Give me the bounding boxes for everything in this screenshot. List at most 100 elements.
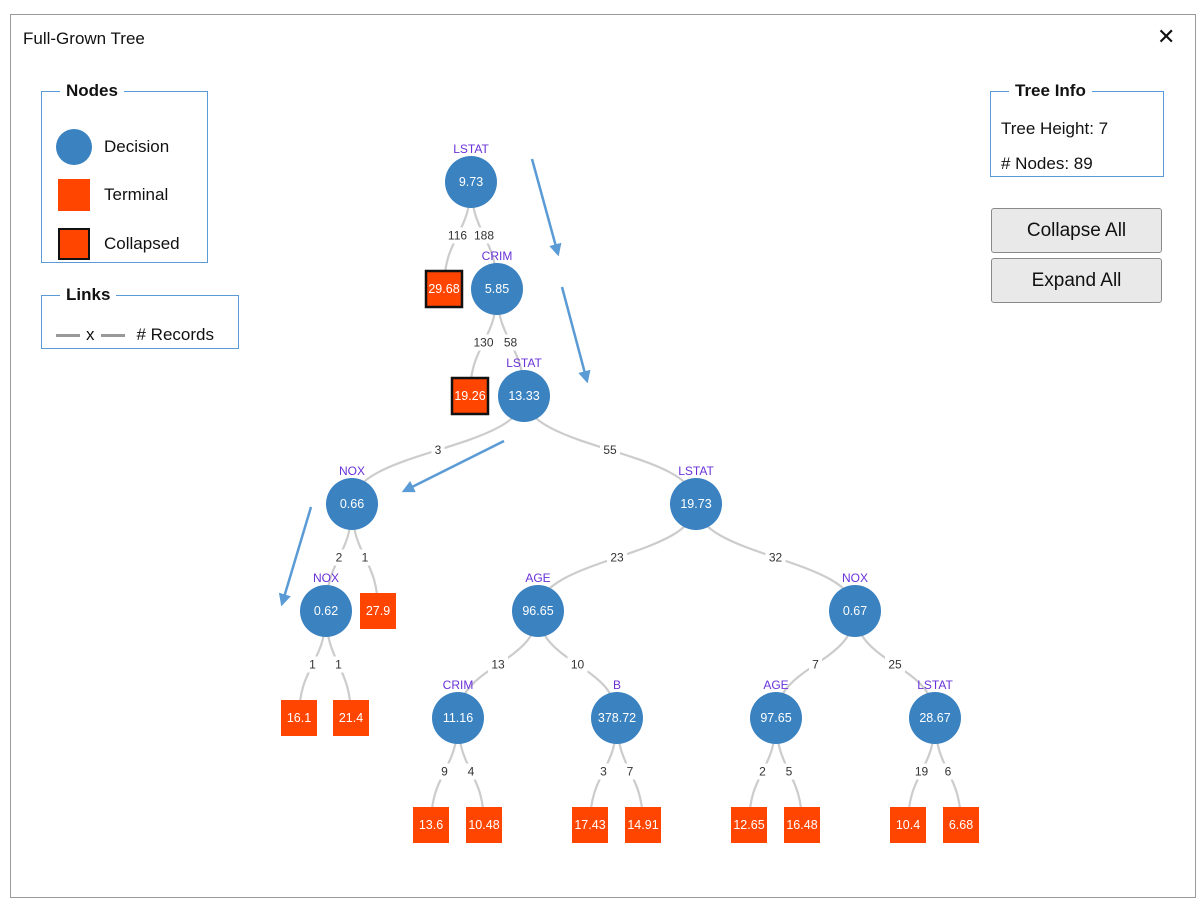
node-split-label: B bbox=[613, 678, 621, 692]
terminal-node-square[interactable] bbox=[572, 807, 608, 843]
close-icon[interactable]: ✕ bbox=[1157, 24, 1176, 49]
decision-node-circle[interactable] bbox=[512, 585, 564, 637]
terminal-node-square[interactable] bbox=[943, 807, 979, 843]
link-records-label: 130 bbox=[473, 336, 493, 350]
terminal-node-icon bbox=[58, 179, 90, 211]
decision-node-circle[interactable] bbox=[326, 478, 378, 530]
link-label-bg bbox=[470, 334, 497, 351]
link-records-label: 32 bbox=[769, 551, 783, 565]
terminal-node-square[interactable] bbox=[625, 807, 661, 843]
link-records-label: 2 bbox=[759, 765, 766, 779]
terminal-node-square[interactable] bbox=[360, 593, 396, 629]
link-line-icon bbox=[100, 333, 125, 337]
annotation-arrow bbox=[530, 158, 562, 257]
node-value: 96.65 bbox=[522, 604, 553, 618]
decision-node[interactable]: 378.72B bbox=[591, 678, 643, 744]
annotation-arrows bbox=[278, 158, 591, 607]
node-value: 11.16 bbox=[443, 711, 473, 725]
terminal-node[interactable]: 16.1 bbox=[281, 700, 317, 736]
decision-node-circle[interactable] bbox=[300, 585, 352, 637]
decision-node-circle[interactable] bbox=[445, 156, 497, 208]
tree-info-panel: Tree Info Tree Height: 7 # Nodes: 89 bbox=[990, 81, 1164, 177]
terminal-node[interactable]: 10.48 bbox=[466, 807, 502, 843]
decision-node-circle[interactable] bbox=[591, 692, 643, 744]
terminal-node[interactable]: 17.43 bbox=[572, 807, 608, 843]
node-value: 0.62 bbox=[314, 604, 338, 618]
collapsed-node[interactable]: 29.68 bbox=[424, 269, 464, 309]
node-split-label: LSTAT bbox=[506, 356, 542, 370]
decision-node-circle[interactable] bbox=[432, 692, 484, 744]
decision-node[interactable]: 11.16 CRIM bbox=[432, 678, 484, 744]
decision-node-circle[interactable] bbox=[471, 263, 523, 315]
terminal-node-square[interactable] bbox=[784, 807, 820, 843]
link-records-label: 188 bbox=[474, 229, 494, 243]
terminal-node-square[interactable] bbox=[731, 807, 767, 843]
decision-node-circle[interactable] bbox=[670, 478, 722, 530]
collapsed-node-square[interactable] bbox=[424, 269, 464, 309]
legend-collapsed: Collapsed bbox=[56, 228, 180, 260]
link-label-bg bbox=[358, 549, 372, 566]
link-records-label: 6 bbox=[945, 765, 952, 779]
terminal-node-square[interactable] bbox=[281, 700, 317, 736]
link-records-label: 1 bbox=[335, 658, 342, 672]
node-split-label: AGE bbox=[525, 571, 550, 585]
terminal-node[interactable]: 14.91 bbox=[625, 807, 661, 843]
expand-all-button[interactable]: Expand All bbox=[991, 258, 1162, 303]
node-split-label: LSTAT bbox=[678, 464, 714, 478]
terminal-node-square[interactable] bbox=[466, 807, 502, 843]
terminal-node-square[interactable] bbox=[413, 807, 449, 843]
node-value: 0.66 bbox=[340, 497, 364, 511]
terminal-node[interactable]: 27.9 bbox=[360, 593, 396, 629]
terminal-node[interactable]: 6.68 bbox=[943, 807, 979, 843]
node-value: 0.67 bbox=[843, 604, 867, 618]
terminal-node[interactable]: 21.4 bbox=[333, 700, 369, 736]
decision-node[interactable]: 96.65 AGE bbox=[512, 571, 564, 637]
link-label-bg bbox=[306, 656, 319, 673]
legend-links-records: # Records bbox=[136, 325, 214, 344]
decision-node-circle[interactable] bbox=[750, 692, 802, 744]
legend-terminal-label: Terminal bbox=[104, 185, 169, 204]
node-value: 19.26 bbox=[454, 389, 485, 403]
node-split-label: LSTAT bbox=[453, 142, 489, 156]
terminal-node[interactable]: 13.6 bbox=[413, 807, 449, 843]
terminal-node[interactable]: 10.4 bbox=[890, 807, 926, 843]
link-records-label: 25 bbox=[888, 658, 902, 672]
link-records-label: 9 bbox=[441, 765, 448, 779]
node-value: 14.91 bbox=[627, 818, 658, 832]
link-label-bg bbox=[756, 763, 769, 780]
decision-node-circle[interactable] bbox=[909, 692, 961, 744]
terminal-node[interactable]: 12.65 bbox=[731, 807, 767, 843]
node-split-label: AGE bbox=[763, 678, 788, 692]
node-split-label: LSTAT bbox=[917, 678, 953, 692]
link-label-bg bbox=[600, 442, 620, 458]
collapse-all-button[interactable]: Collapse All bbox=[991, 208, 1162, 253]
nodes-legend: Nodes Decision Terminal Collapsed bbox=[41, 81, 208, 263]
annotation-arrow bbox=[401, 439, 505, 493]
links-legend-title: Links bbox=[66, 285, 111, 304]
link-label-bg bbox=[765, 549, 786, 566]
decision-node-circle[interactable] bbox=[829, 585, 881, 637]
collapsed-node[interactable]: 19.26 bbox=[450, 376, 490, 416]
node-split-label: CRIM bbox=[443, 678, 474, 692]
collapsed-node-square[interactable] bbox=[450, 376, 490, 416]
link-records-label: 2 bbox=[336, 551, 343, 565]
decision-node-circle[interactable] bbox=[498, 370, 550, 422]
terminal-node-square[interactable] bbox=[333, 700, 369, 736]
window-title: Full-Grown Tree bbox=[23, 29, 145, 48]
terminal-node-square[interactable] bbox=[890, 807, 926, 843]
node-count: # Nodes: 89 bbox=[1001, 154, 1093, 173]
link-records-label: 3 bbox=[600, 765, 607, 779]
link-records-label: 1 bbox=[362, 551, 369, 565]
node-value: 13.6 bbox=[419, 818, 443, 832]
link-label-bg bbox=[567, 656, 588, 673]
terminal-node[interactable]: 16.48 bbox=[784, 807, 820, 843]
